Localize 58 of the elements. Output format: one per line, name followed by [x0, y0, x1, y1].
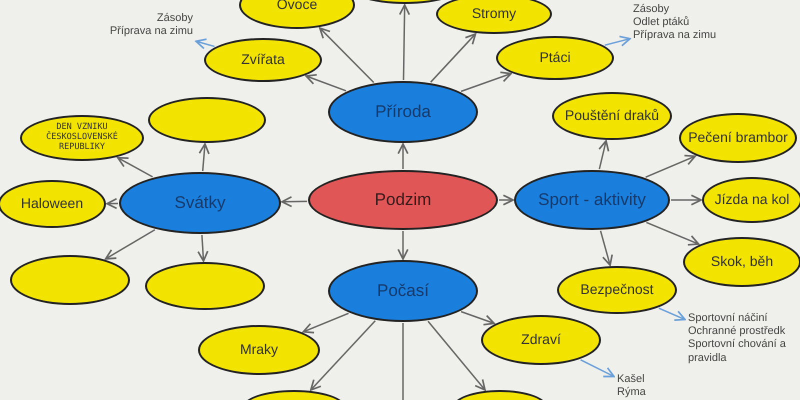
ellipse-label: Zvířata [241, 52, 285, 68]
arrow [319, 27, 374, 83]
subtopic-ellipse [204, 38, 322, 82]
subtopic-ellipse [683, 237, 800, 287]
arrow [397, 143, 409, 169]
ellipse-label: Podzim [374, 190, 432, 210]
arrow [646, 222, 700, 246]
subtopic-ellipse [702, 177, 800, 223]
ellipse-label: Bezpečnost [580, 282, 654, 298]
subtopic-ellipse [0, 180, 106, 228]
arrow [604, 36, 631, 47]
arrow [117, 156, 153, 178]
arrow [645, 154, 696, 178]
arrow [281, 196, 308, 208]
arrow [305, 74, 346, 92]
arrow [310, 320, 376, 391]
arrow [302, 312, 349, 334]
ellipse-label: Ptáci [539, 50, 571, 66]
ellipse-label: Jízda na kol [714, 192, 790, 208]
arrow [460, 310, 495, 326]
ellipse-label: DEN VZNIKU ČESKOSLOVENSKÉ REPUBLIKY [45, 123, 119, 153]
ellipse-label: Mraky [240, 342, 278, 358]
note-text: Sportovní náčiní [688, 312, 768, 326]
arrow [198, 143, 210, 172]
arrow [499, 194, 514, 206]
arrow [598, 140, 610, 170]
note-text: Příprava na zimu [633, 29, 716, 43]
note-text: Sportovní chování a pravidla [688, 338, 787, 365]
arrow [195, 38, 215, 50]
arrow [671, 194, 702, 206]
arrow [427, 320, 486, 391]
ellipse-label: Příroda [375, 102, 431, 122]
note-text: Příprava na zimu [110, 25, 193, 38]
note-text: Zásoby [633, 3, 670, 16]
ellipse-label: Haloween [20, 196, 84, 212]
arrow [397, 231, 409, 260]
note-text: Kašel [617, 373, 645, 386]
note-text: Zásoby [156, 12, 193, 26]
ellipse-label: Skok, běh [710, 254, 774, 270]
ellipse-label: Svátky [174, 193, 226, 213]
note-text: Odlet ptáků [633, 16, 690, 30]
note-text: Ochranné prostředk [688, 325, 786, 338]
arrow [580, 359, 615, 378]
ellipse-label: Pouštění draků [564, 108, 660, 124]
ellipse-label: Pečení brambor [688, 130, 788, 146]
arrow [430, 33, 476, 83]
arrow [460, 71, 512, 92]
arrow [106, 198, 118, 210]
ellipse-label: Počasí [377, 281, 429, 301]
arrow [104, 229, 156, 260]
ellipse-label: Sport - aktivity [538, 190, 646, 210]
arrow [658, 308, 686, 321]
arrow [398, 4, 410, 80]
arrow [197, 234, 209, 262]
arrow [600, 230, 613, 266]
note-text: Rýma [617, 386, 646, 400]
ellipse-label: Stromy [472, 6, 516, 22]
ellipse-label: Zdraví [521, 332, 561, 348]
